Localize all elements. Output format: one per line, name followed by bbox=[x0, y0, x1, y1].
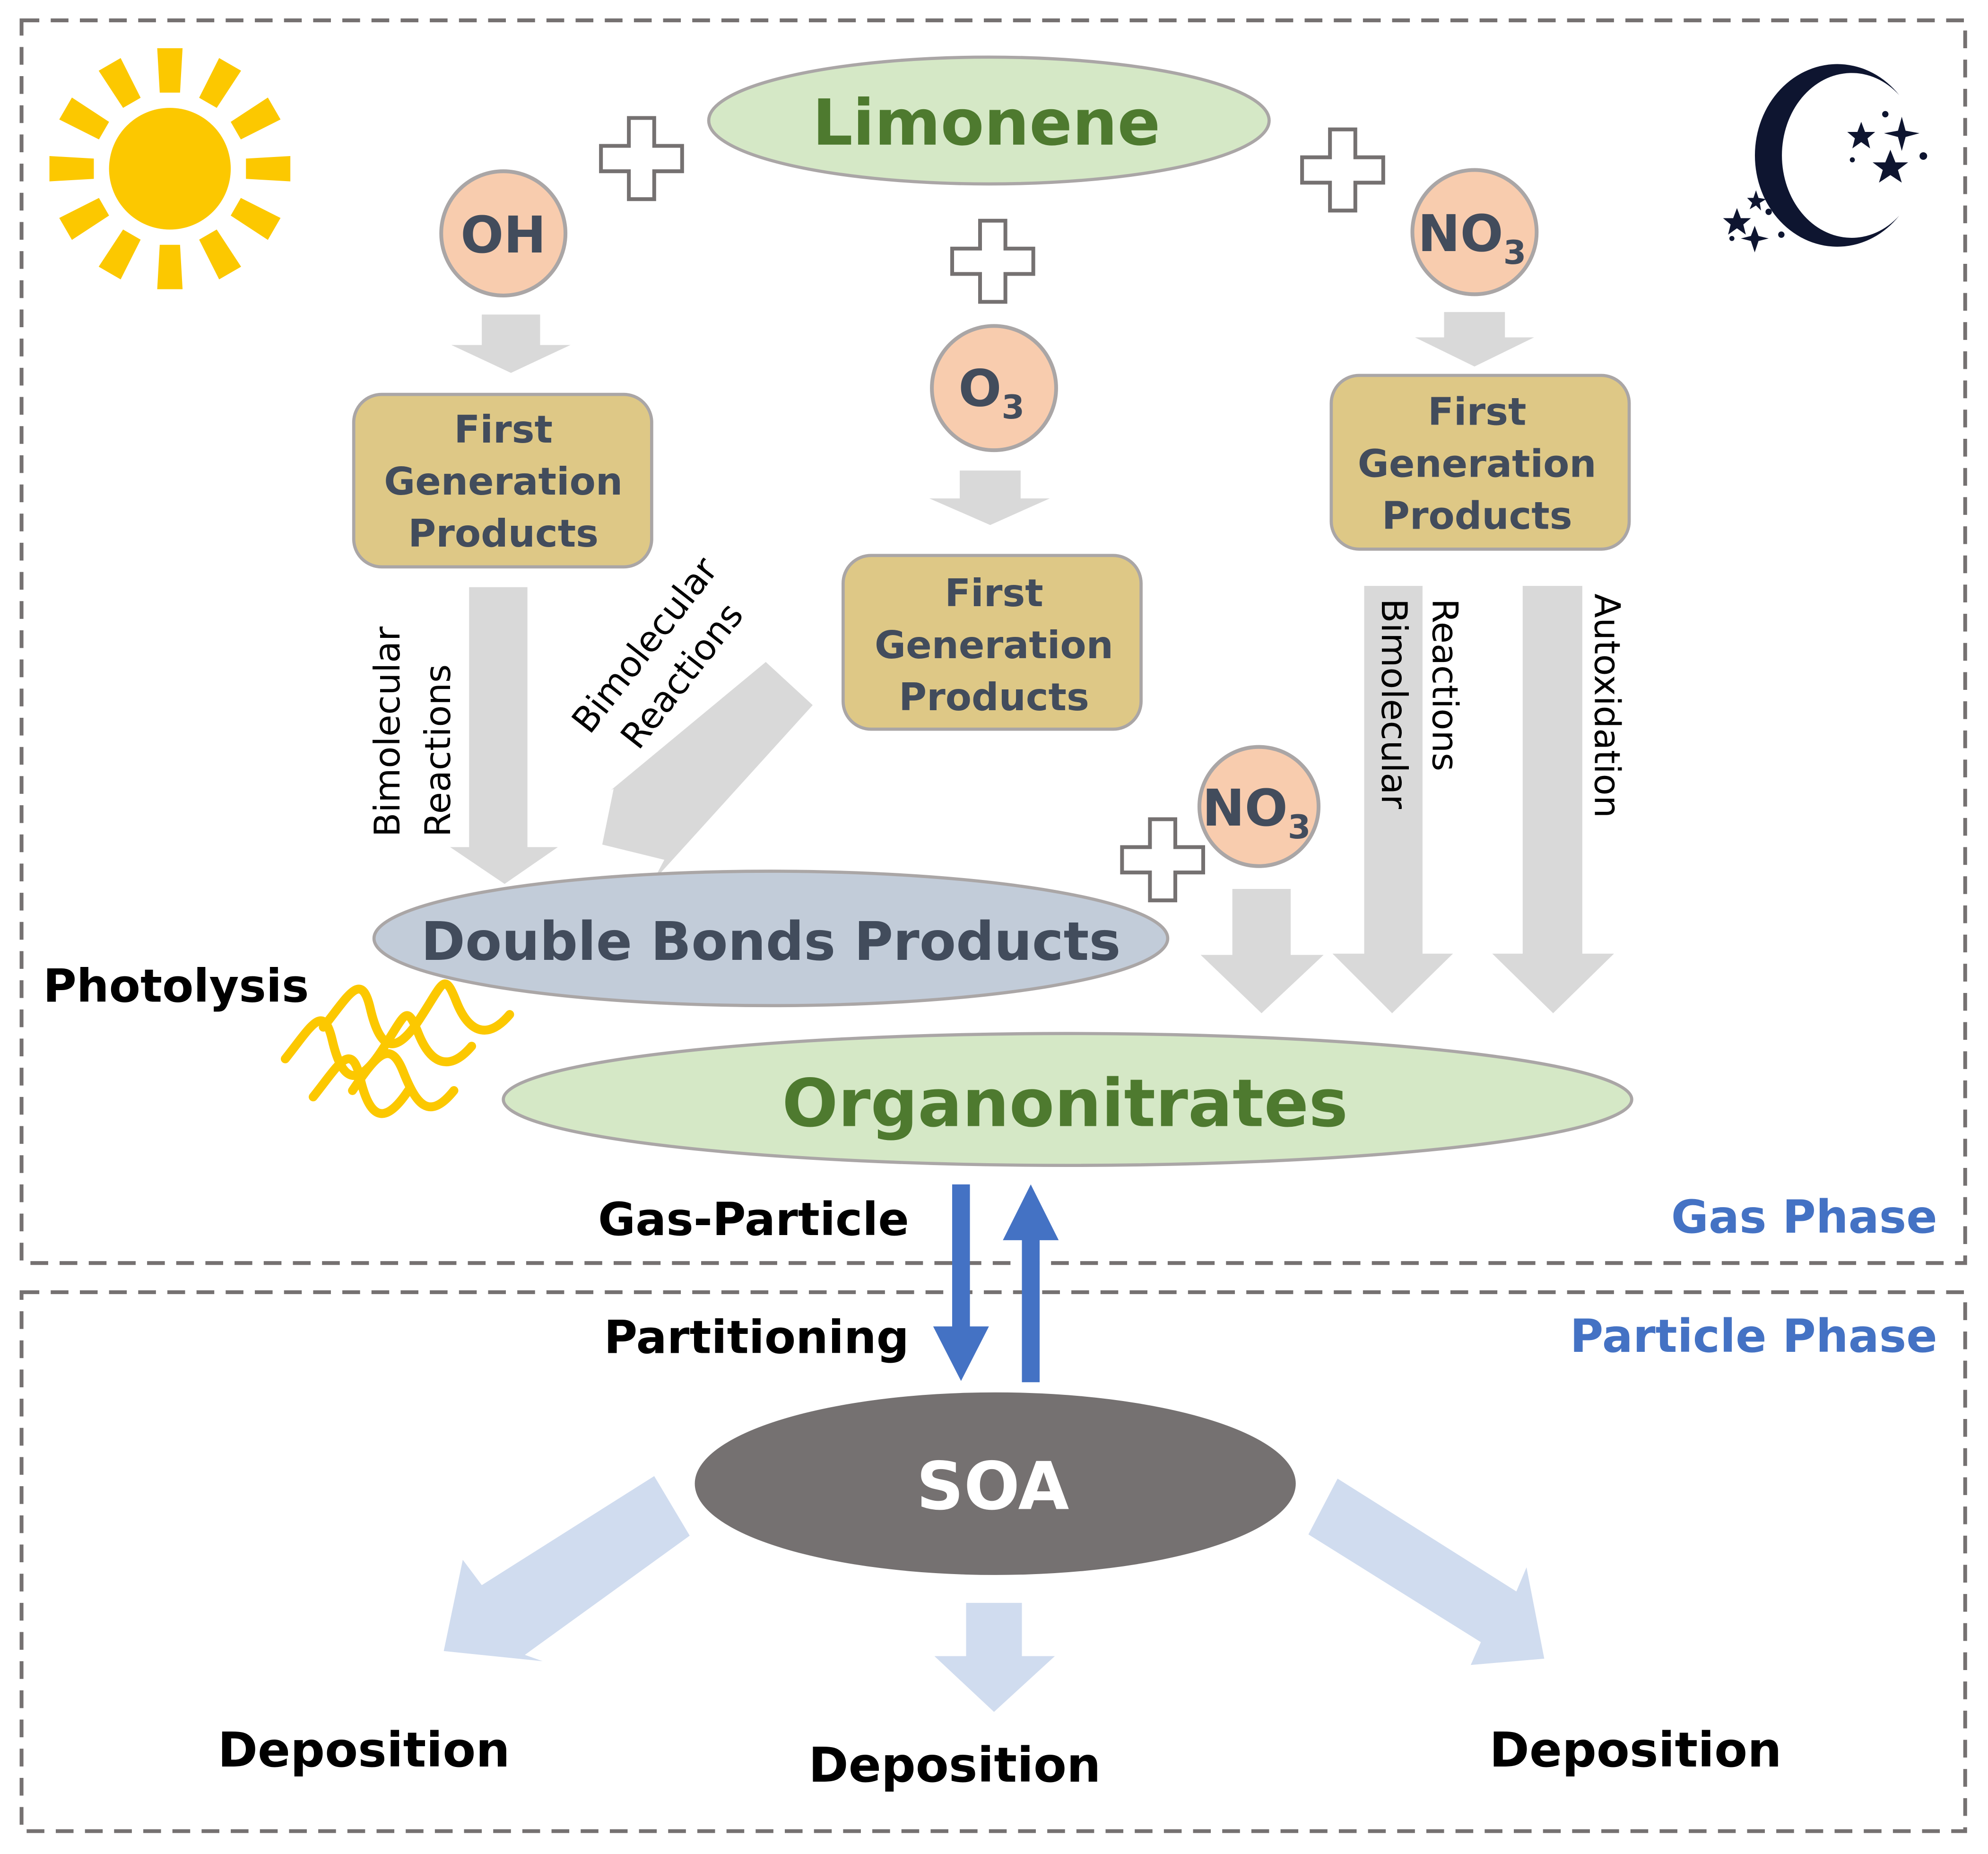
first-gen-line2: Generation bbox=[384, 459, 623, 504]
moon-stars-icon bbox=[1723, 64, 1927, 252]
o3-label: O3 bbox=[958, 359, 1024, 427]
autoxidation-label: Autoxidation bbox=[1587, 593, 1628, 818]
no3-oxidant-node-second bbox=[1197, 745, 1321, 868]
o3-main: O bbox=[958, 359, 1001, 418]
no3-subscript: 3 bbox=[1503, 234, 1527, 272]
first-gen-line2: Generation bbox=[875, 623, 1113, 667]
organonitrates-label: Organonitrates bbox=[782, 1065, 1348, 1142]
arrow-o3-products-to-double-bonds bbox=[602, 662, 813, 881]
deposition-label-center: Deposition bbox=[808, 1737, 1101, 1793]
first-gen-line1: First bbox=[1428, 390, 1527, 434]
first-gen-line1: First bbox=[945, 571, 1043, 615]
no3-subscript-second: 3 bbox=[1288, 808, 1311, 846]
first-generation-products-o3: First Generation Products bbox=[842, 554, 1143, 731]
arrow-particle-to-gas bbox=[1003, 1184, 1059, 1383]
reactions-text: Reactions bbox=[417, 664, 459, 837]
plus-icon-no3 bbox=[1300, 127, 1385, 213]
gas-phase-label: Gas Phase bbox=[1671, 1190, 1937, 1244]
first-gen-line2: Generation bbox=[1358, 441, 1597, 486]
o3-oxidant-node bbox=[930, 324, 1058, 453]
no3-label-second: NO3 bbox=[1202, 779, 1311, 846]
bimolecular-reactions-label-oh: Bimolecular Reactions bbox=[366, 627, 459, 837]
limonene-label: Limonene bbox=[812, 86, 1160, 160]
first-generation-products-no3: First Generation Products bbox=[1329, 374, 1631, 551]
oh-oxidant-node bbox=[439, 169, 568, 298]
arrow-oh-products-to-double-bonds bbox=[450, 587, 558, 884]
first-gen-line3: Products bbox=[408, 511, 599, 556]
organonitrates-node bbox=[502, 1032, 1633, 1167]
double-bonds-label: Double Bonds Products bbox=[421, 910, 1120, 973]
particle-phase-label: Particle Phase bbox=[1570, 1309, 1937, 1363]
deposition-label-right: Deposition bbox=[1489, 1722, 1781, 1778]
first-gen-line3: Products bbox=[1382, 493, 1572, 538]
no3-main-second: NO bbox=[1202, 779, 1288, 838]
gas-phase-frame bbox=[19, 18, 1967, 1265]
oh-label: OH bbox=[460, 206, 546, 265]
double-bonds-products-node bbox=[372, 870, 1170, 1008]
deposition-arrow-center bbox=[934, 1602, 1055, 1712]
gas-particle-label: Gas-Particle bbox=[598, 1192, 909, 1246]
plus-icon-o3 bbox=[950, 218, 1035, 304]
arrow-no3-to-products bbox=[1415, 312, 1534, 367]
bimolecular-reactions-label-no3: Bimolecular Reactions bbox=[1373, 599, 1466, 809]
soa-node bbox=[694, 1392, 1296, 1575]
arrow-no3-autoxidation bbox=[1492, 586, 1614, 1013]
first-generation-products-oh: First Generation Products bbox=[352, 392, 653, 569]
deposition-arrow-left bbox=[443, 1476, 690, 1662]
no3-label: NO3 bbox=[1418, 204, 1526, 272]
bimolecular-text: Bimolecular bbox=[1373, 599, 1415, 809]
no3-main: NO bbox=[1418, 204, 1503, 263]
light-wave-icon bbox=[281, 979, 514, 1118]
no3-oxidant-node bbox=[1410, 168, 1539, 296]
arrow-no3-bimolecular bbox=[1332, 586, 1453, 1013]
particle-phase-frame bbox=[19, 1290, 1967, 1833]
reactions-text: Reactions bbox=[1424, 599, 1466, 771]
partitioning-label: Partitioning bbox=[604, 1311, 909, 1364]
sun-icon bbox=[49, 48, 291, 289]
autoxidation-text: Autoxidation bbox=[1587, 593, 1628, 818]
first-gen-line1: First bbox=[454, 407, 553, 452]
o3-subscript: 3 bbox=[1001, 388, 1024, 427]
arrow-o3-to-products bbox=[929, 470, 1050, 525]
photolysis-label: Photolysis bbox=[43, 959, 309, 1013]
arrow-oh-to-products bbox=[451, 314, 571, 373]
soa-label: SOA bbox=[916, 1448, 1069, 1524]
deposition-label-left: Deposition bbox=[217, 1722, 510, 1778]
plus-icon-no3-second bbox=[1120, 817, 1206, 903]
first-gen-line3: Products bbox=[899, 675, 1089, 719]
deposition-arrow-right bbox=[1308, 1479, 1545, 1665]
arrow-gas-to-particle bbox=[933, 1184, 989, 1381]
limonene-node bbox=[707, 55, 1271, 186]
arrow-no3-to-organonitrates bbox=[1200, 889, 1324, 1013]
bimolecular-text: Bimolecular bbox=[366, 627, 408, 837]
plus-icon-oh bbox=[599, 116, 684, 201]
